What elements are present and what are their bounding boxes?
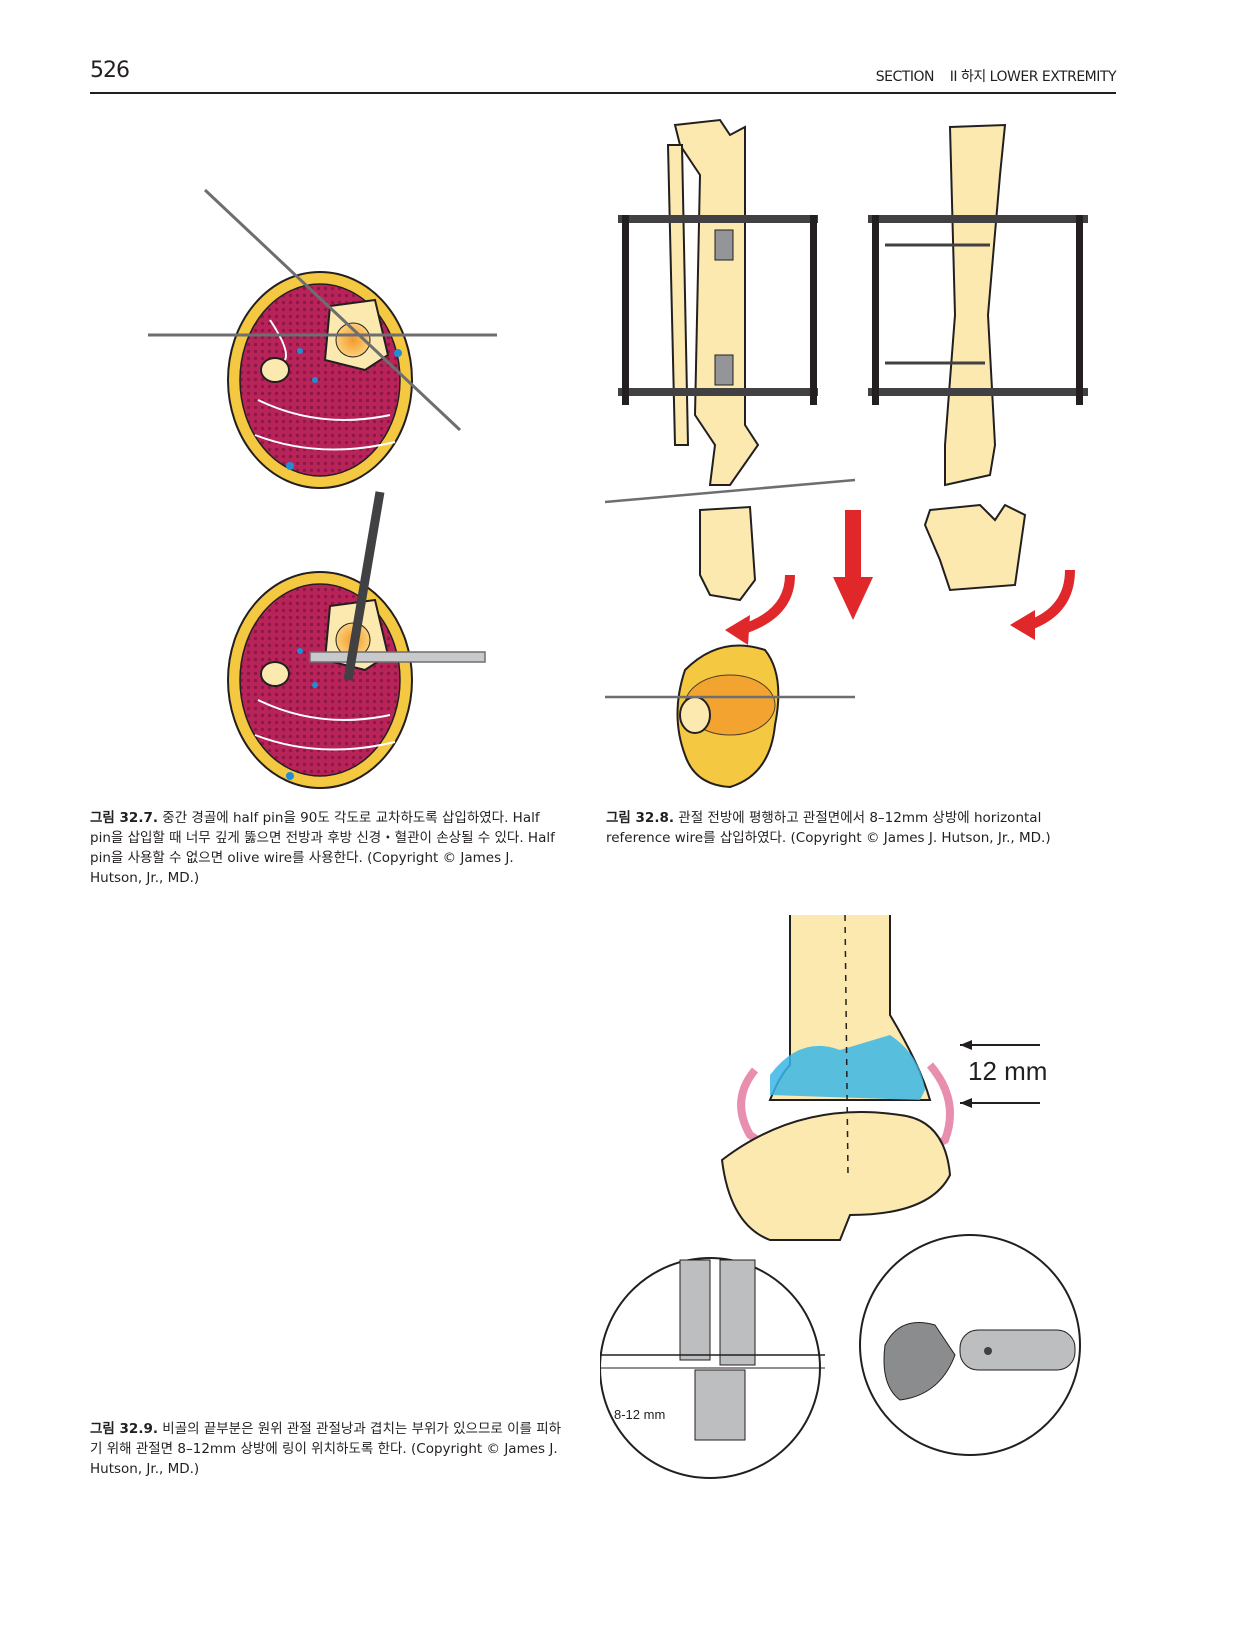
caption-figure-32-7: 그림 32.7. 중간 경골에 half pin을 90도 각도로 교차하도록 … <box>90 808 560 888</box>
figure-32-7-illustration <box>148 188 497 789</box>
figure-32-9-label: 그림 32.9. <box>90 1421 158 1437</box>
cross-section-upper <box>148 188 497 489</box>
figure-32-7-text: 중간 경골에 half pin을 90도 각도로 교차하도록 삽입하였다. Ha… <box>90 810 555 886</box>
figure-32-9-illustration: 12 mm 8-12 mm <box>600 915 1081 1479</box>
header-rule <box>90 92 1116 94</box>
caption-figure-32-8: 그림 32.8. 관절 전방에 평행하고 관절면에서 8–12mm 상방에 ho… <box>606 808 1078 848</box>
dimension-label-12mm: 12 mm <box>968 1056 1047 1086</box>
figure-32-8-illustration <box>604 118 1088 789</box>
ankle-cross-section <box>605 644 855 789</box>
figure-32-9-text: 비골의 끝부분은 원위 관절 관절낭과 겹치는 부위가 있으므로 이를 피하기 … <box>90 1421 562 1477</box>
inset-circle-left: 8-12 mm <box>600 1257 825 1479</box>
page-number: 526 <box>90 58 130 83</box>
cross-section-lower <box>227 491 486 789</box>
fixator-frame-left <box>604 118 856 602</box>
figure-32-7-label: 그림 32.7. <box>90 810 158 826</box>
inset-circle-right <box>859 1234 1081 1456</box>
caption-figure-32-9: 그림 32.9. 비골의 끝부분은 원위 관절 관절낭과 겹치는 부위가 있으므… <box>90 1419 572 1479</box>
figure-32-8-text: 관절 전방에 평행하고 관절면에서 8–12mm 상방에 horizontal … <box>606 810 1051 846</box>
inset-label-8-12mm: 8-12 mm <box>614 1407 665 1422</box>
section-header: SECTION II 하지 LOWER EXTREMITY <box>875 69 1117 85</box>
distal-tibia-drawing: 12 mm <box>720 915 1047 1241</box>
red-arrows <box>725 510 1075 645</box>
figure-32-8-label: 그림 32.8. <box>606 810 674 826</box>
fixator-frame-right <box>868 123 1088 592</box>
